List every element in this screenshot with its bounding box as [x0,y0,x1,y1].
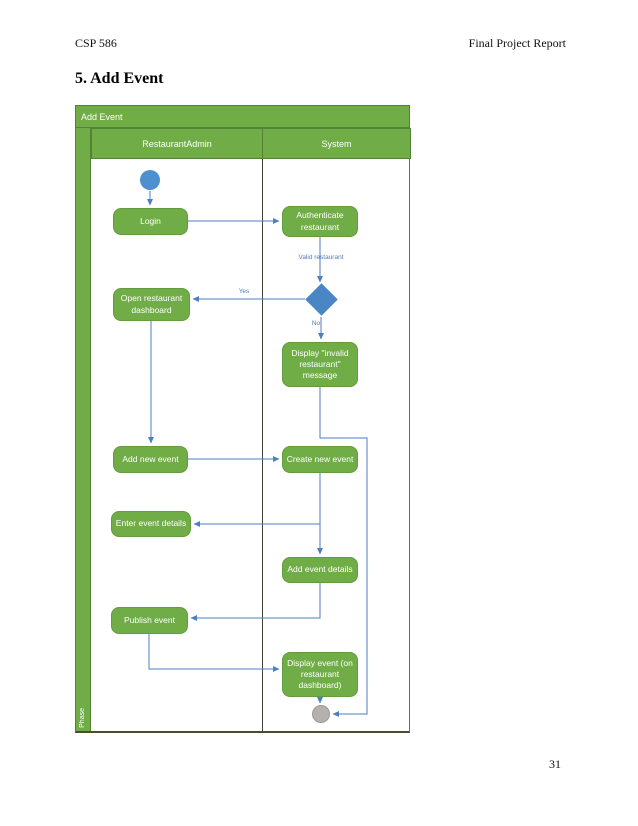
decision-diamond [305,283,338,316]
lane-header-restaurant-admin: RestaurantAdmin [91,128,263,159]
section-heading: 5. Add Event [75,70,164,87]
edge-label-yes: Yes [238,288,250,295]
activity-enter-event-details: Enter event details [111,511,191,537]
start-node [140,170,160,190]
activity-add-new-event: Add new event [113,446,188,473]
lane-header-system: System [262,128,411,159]
activity-login: Login [113,208,188,235]
activity-diagram: Add Event Phase RestaurantAdmin System [75,105,411,733]
edge-label-valid-restaurant: Valid restaurant [298,254,344,261]
end-node [312,705,330,723]
diagram-title-bar: Add Event [76,106,409,128]
activity-display-event-on-dashboard: Display event (on restaurant dashboard) [282,652,358,697]
activity-add-event-details: Add event details [282,557,358,583]
flow-arrows [146,191,368,718]
phase-swimlane-band: Phase [76,128,91,731]
activity-authenticate-restaurant: Authenticate restaurant [282,206,358,237]
swimlane-divider [262,159,263,731]
edge-label-no: No [311,320,321,327]
activity-publish-event: Publish event [111,607,188,634]
activity-display-invalid-restaurant-message: Display "invalid restaurant" message [282,342,358,387]
page-number: 31 [549,757,561,771]
activity-create-new-event: Create new event [282,446,358,473]
document-header-course: CSP 586 [75,36,117,50]
activity-open-restaurant-dashboard: Open restaurant dashboard [113,288,190,321]
phase-label: Phase [79,708,86,728]
document-header-title: Final Project Report [468,36,566,50]
